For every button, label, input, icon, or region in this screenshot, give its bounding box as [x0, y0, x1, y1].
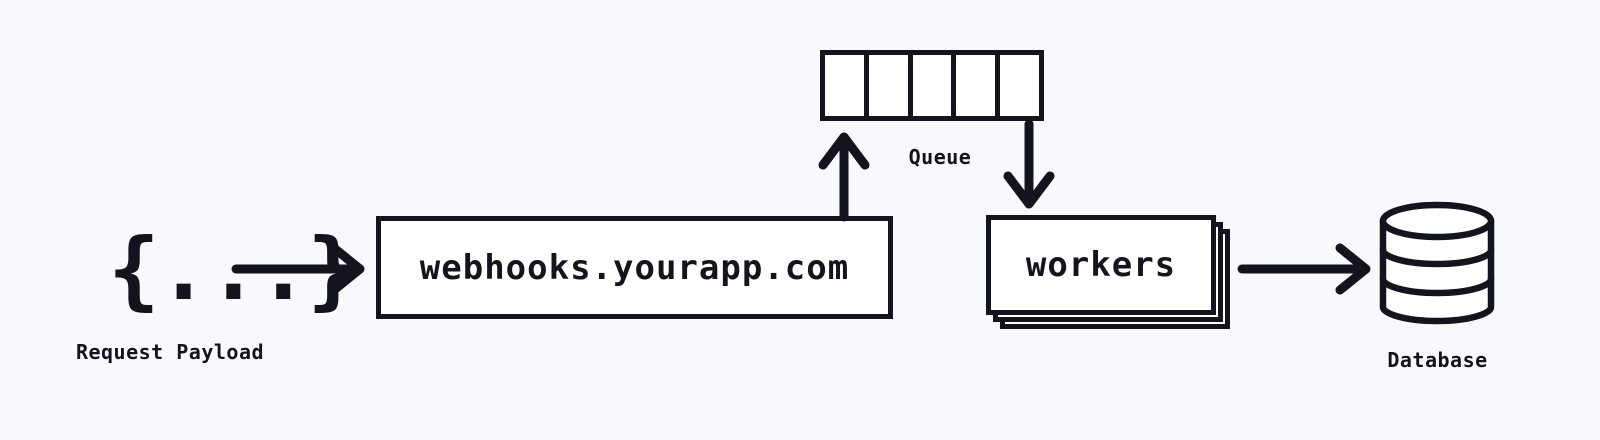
- workers-stack-layer-front: workers: [986, 215, 1216, 315]
- workers-label: workers: [1025, 245, 1177, 285]
- database-cylinder-icon: [1379, 201, 1495, 325]
- arrow-payload-to-endpoint: [231, 243, 365, 295]
- arrow-queue-to-workers: [1003, 119, 1055, 209]
- queue-cell: [913, 55, 957, 116]
- queue-node[interactable]: [820, 50, 1044, 121]
- queue-cell: [956, 55, 1001, 116]
- queue-cell: [869, 55, 913, 116]
- workers-node[interactable]: workers: [986, 215, 1231, 329]
- arrow-workers-to-database: [1237, 243, 1371, 295]
- queue-cell: [825, 55, 869, 116]
- queue-cell: [1000, 55, 1039, 116]
- queue-label: Queue: [908, 145, 972, 169]
- arrow-endpoint-to-queue: [818, 132, 870, 222]
- database-label: Database: [1387, 348, 1488, 372]
- curly-braces-ellipsis-icon: {...}: [108, 220, 359, 320]
- endpoint-label: webhooks.yourapp.com: [419, 247, 850, 288]
- endpoint-node[interactable]: webhooks.yourapp.com: [376, 216, 893, 319]
- request-payload-label: Request Payload: [75, 340, 265, 364]
